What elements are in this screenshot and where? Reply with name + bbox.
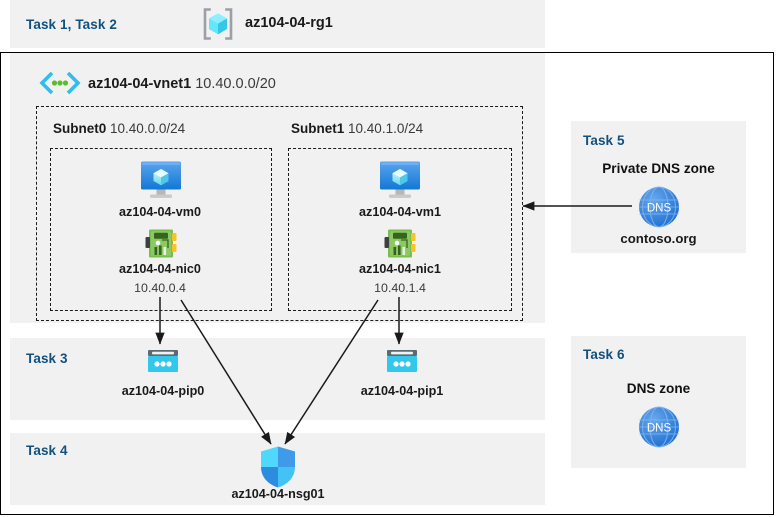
- vm1-label: az104-04-vm1: [359, 205, 441, 219]
- dns-icon-text: DNS: [647, 203, 672, 215]
- public-ip-address-icon: [384, 348, 418, 378]
- vnet-title: az104-04-vnet1 10.40.0.0/20: [88, 76, 276, 92]
- nic0-label: az104-04-nic0: [119, 262, 201, 276]
- virtual-machine-icon: [139, 160, 181, 198]
- network-security-group-icon: [259, 445, 295, 488]
- vm0-label: az104-04-vm0: [119, 205, 201, 219]
- private-dns-title: Private DNS zone: [602, 161, 715, 176]
- network-interface-icon: [382, 228, 416, 258]
- nsg-label: az104-04-nsg01: [231, 487, 325, 501]
- subnets-container: [36, 106, 523, 321]
- dns-zone-icon: DNS: [637, 405, 679, 448]
- virtual-machine-icon: [378, 160, 420, 198]
- pip1-label: az104-04-pip1: [360, 384, 444, 398]
- task-label-rg: Task 1, Task 2: [26, 17, 117, 32]
- dns-zone-icon: DNS: [637, 185, 679, 228]
- public-ip-panel: [10, 338, 545, 420]
- nic1-ip: 10.40.1.4: [374, 281, 426, 295]
- task-label-pip: Task 3: [26, 351, 68, 366]
- vnet-panel: [10, 53, 545, 323]
- nic1-label: az104-04-nic1: [359, 262, 441, 276]
- task-label-public-dns: Task 6: [583, 347, 625, 362]
- subnet1-box: [288, 148, 512, 311]
- network-interface-icon: [143, 228, 177, 258]
- subnet0-cidr: 10.40.0.0/24: [110, 121, 186, 136]
- task-label-nsg: Task 4: [26, 443, 68, 458]
- pip0-label: az104-04-pip0: [121, 384, 205, 398]
- subnet0-title: Subnet0 10.40.0.0/24: [53, 121, 185, 136]
- resource-group-icon: [200, 6, 236, 42]
- subnet1-cidr: 10.40.1.0/24: [348, 121, 424, 136]
- virtual-network-icon: [38, 70, 81, 95]
- public-dns-title: DNS zone: [626, 381, 691, 396]
- subnet1-title: Subnet1 10.40.1.0/24: [291, 121, 423, 136]
- private-dns-name: contoso.org: [620, 231, 697, 246]
- nic0-ip: 10.40.0.4: [134, 281, 186, 295]
- public-ip-address-icon: [145, 348, 179, 378]
- task-label-private-dns: Task 5: [583, 133, 625, 148]
- subnet0-name: Subnet0: [53, 121, 107, 136]
- subnet0-box: [50, 148, 272, 311]
- resource-group-header-panel: [10, 0, 545, 48]
- resource-group-name: az104-04-rg1: [245, 15, 333, 31]
- dns-icon-text: DNS: [647, 423, 672, 435]
- subnet1-name: Subnet1: [291, 121, 345, 136]
- resource-group-name-text: az104-04-rg1: [245, 15, 333, 31]
- diagram-outer-border: [0, 52, 774, 515]
- vnet-name: az104-04-vnet1: [88, 76, 192, 92]
- vnet-cidr: 10.40.0.0/20: [195, 76, 276, 92]
